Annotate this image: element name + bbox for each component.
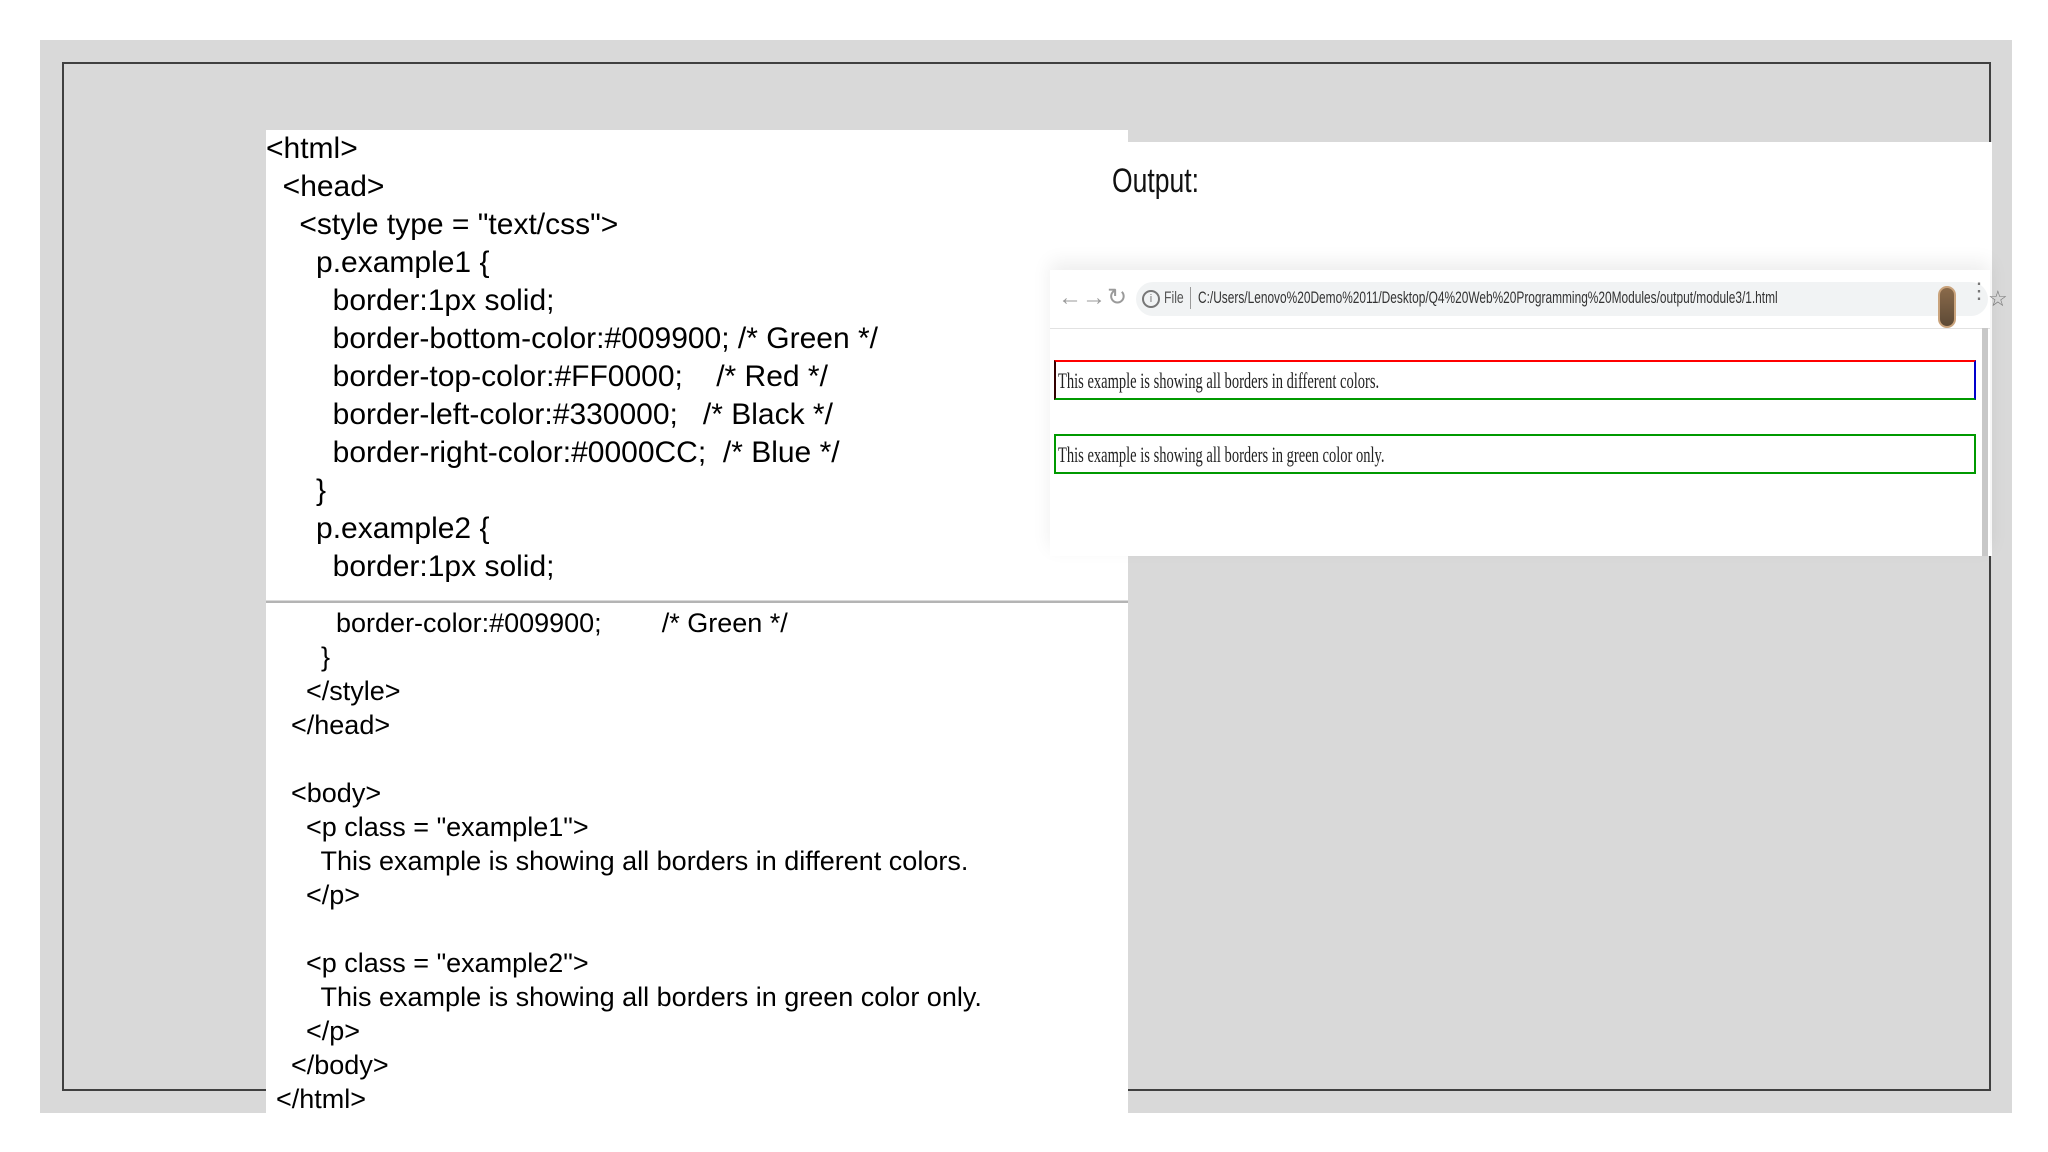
scheme-label: File	[1164, 288, 1184, 307]
browser-window: ← → ↻ i File C:/Users/Lenovo%20Demo%2011…	[1050, 270, 2008, 556]
code-line: p.example1 {	[266, 246, 490, 279]
code-line: <style type = "text/css">	[266, 208, 619, 241]
address-bar[interactable]: i File C:/Users/Lenovo%20Demo%2011/Deskt…	[1136, 282, 2008, 316]
browser-toolbar: ← → ↻ i File C:/Users/Lenovo%20Demo%2011…	[1050, 270, 2008, 329]
address-divider	[1190, 287, 1191, 309]
example1-text: This example is showing all borders in d…	[1058, 368, 1380, 393]
code-line: </style>	[276, 676, 401, 706]
example2-text: This example is showing all borders in g…	[1058, 442, 1385, 467]
star-icon[interactable]: ☆	[1988, 286, 2008, 311]
code-line: border-left-color:#330000; /* Black */	[266, 398, 833, 431]
info-icon[interactable]: i	[1142, 290, 1160, 308]
forward-arrow-icon[interactable]: →	[1082, 284, 1106, 311]
code-line: <p class = "example1">	[276, 812, 589, 842]
code-line: <html>	[266, 132, 358, 165]
code-line: border:1px solid;	[266, 284, 555, 317]
code-line: </p>	[276, 880, 361, 910]
code-line: </body>	[276, 1050, 389, 1080]
url-text[interactable]: C:/Users/Lenovo%20Demo%2011/Desktop/Q4%2…	[1198, 288, 1778, 307]
code-line: <body>	[276, 778, 382, 808]
code-line: }	[276, 642, 331, 672]
avatar[interactable]	[1938, 286, 1956, 328]
code-line: border-bottom-color:#009900; /* Green */	[266, 322, 878, 355]
scrollbar[interactable]	[1982, 328, 1988, 556]
back-arrow-icon[interactable]: ←	[1058, 284, 1082, 311]
code-line: border-right-color:#0000CC; /* Blue */	[266, 436, 840, 469]
code-line: p.example2 {	[266, 512, 490, 545]
code-line: border-top-color:#FF0000; /* Red */	[266, 360, 828, 393]
code-line: </head>	[276, 710, 391, 740]
code-block-bottom: border-color:#009900; /* Green */ } </st…	[266, 601, 1128, 1121]
code-line: border:1px solid;	[266, 550, 555, 583]
code-line: </html>	[276, 1084, 367, 1114]
menu-icon[interactable]: ⋮	[1968, 280, 1990, 302]
output-label: Output:	[1112, 162, 1199, 200]
code-line: }	[266, 474, 327, 507]
code-line: border-color:#009900; /* Green */	[276, 608, 788, 638]
example1-paragraph-box: This example is showing all borders in d…	[1054, 360, 1976, 400]
code-line: </p>	[276, 1016, 361, 1046]
code-line: <p class = "example2">	[276, 948, 589, 978]
code-block-top: <html> <head> <style type = "text/css"> …	[266, 130, 1128, 600]
code-line: This example is showing all borders in d…	[276, 846, 969, 876]
code-line: This example is showing all borders in g…	[276, 982, 982, 1012]
example2-paragraph-box: This example is showing all borders in g…	[1054, 434, 1976, 474]
code-line: <head>	[266, 170, 385, 203]
reload-icon[interactable]: ↻	[1106, 284, 1128, 311]
